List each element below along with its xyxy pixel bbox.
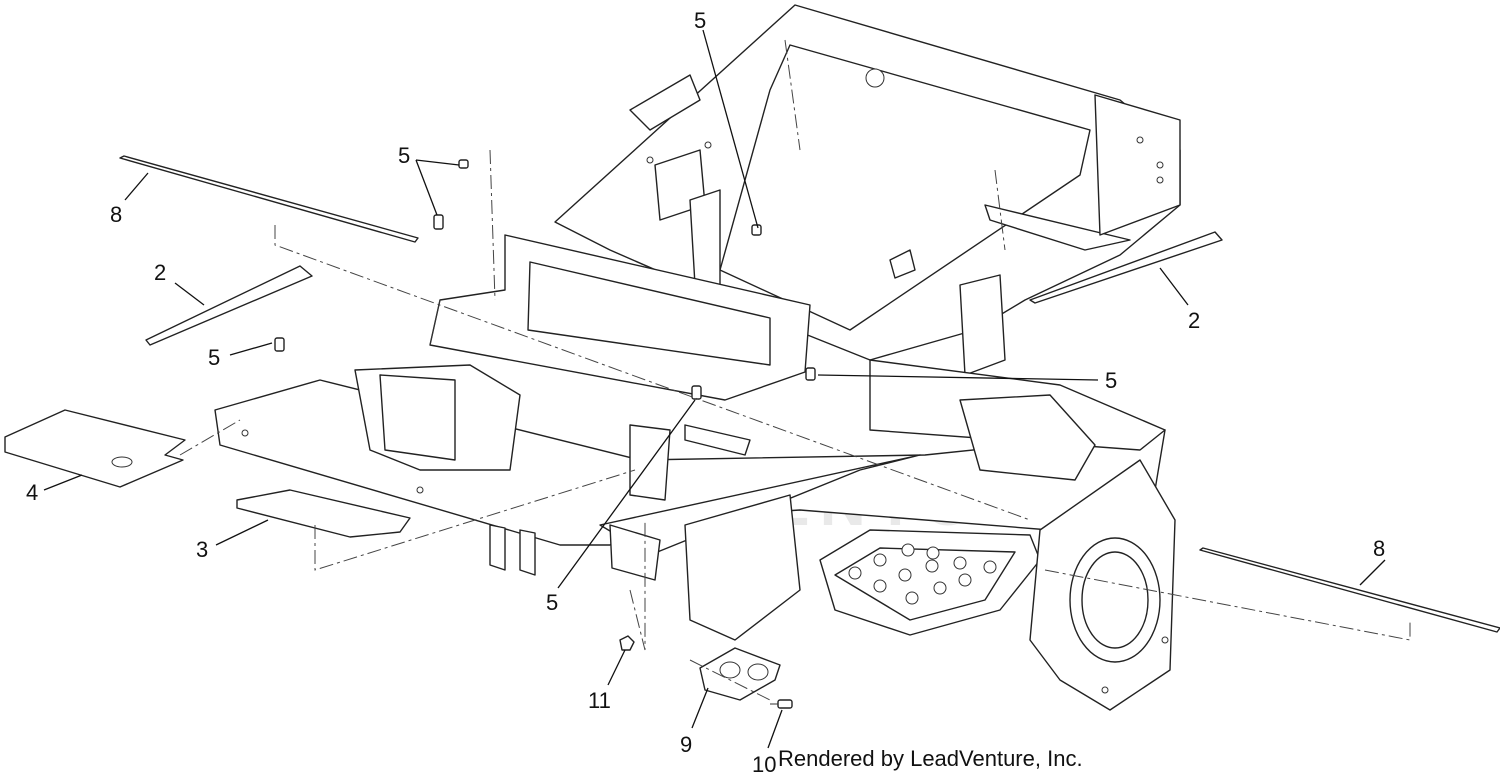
assembly-lines (179, 39, 1411, 701)
callout-5-left: 5 (208, 345, 220, 370)
part-10-bolt (770, 699, 793, 709)
front-cross-plate (429, 234, 811, 401)
part-8-left-strip (119, 155, 419, 243)
wheel-motor-mount (1029, 459, 1176, 711)
part-2-left-panel (145, 265, 313, 346)
callout-8-right: 8 (1373, 536, 1385, 561)
callout-10: 10 (752, 752, 776, 777)
callout-11: 11 (588, 688, 611, 713)
part-8-right-strip (1199, 547, 1500, 633)
foot-rest (819, 529, 1041, 636)
callout-4: 4 (26, 480, 38, 505)
part-4-plate (4, 409, 186, 488)
callout-5-bottom: 5 (546, 590, 558, 615)
main-frame (554, 4, 1181, 376)
callout-8-left: 8 (110, 202, 122, 227)
callout-2-right: 2 (1188, 308, 1200, 333)
part-11-nut (619, 635, 635, 651)
part-5-spacers (274, 159, 816, 400)
callout-5-right: 5 (1105, 368, 1117, 393)
part-3-pad (236, 489, 411, 538)
callout-9: 9 (680, 732, 692, 757)
part-9-gasket (699, 647, 781, 701)
render-credit: Rendered by LeadVenture, Inc. (778, 746, 1083, 771)
part-2-right-panel (1029, 231, 1223, 304)
lower-chassis (214, 359, 1166, 641)
callout-5-top: 5 (694, 8, 706, 33)
callout-labels: 5 5 8 2 5 2 5 4 3 5 8 11 9 10 (26, 8, 1385, 777)
callout-2-left: 2 (154, 260, 166, 285)
leader-lines (43, 29, 1386, 749)
callout-5-upper-left: 5 (398, 143, 410, 168)
callout-3: 3 (196, 537, 208, 562)
